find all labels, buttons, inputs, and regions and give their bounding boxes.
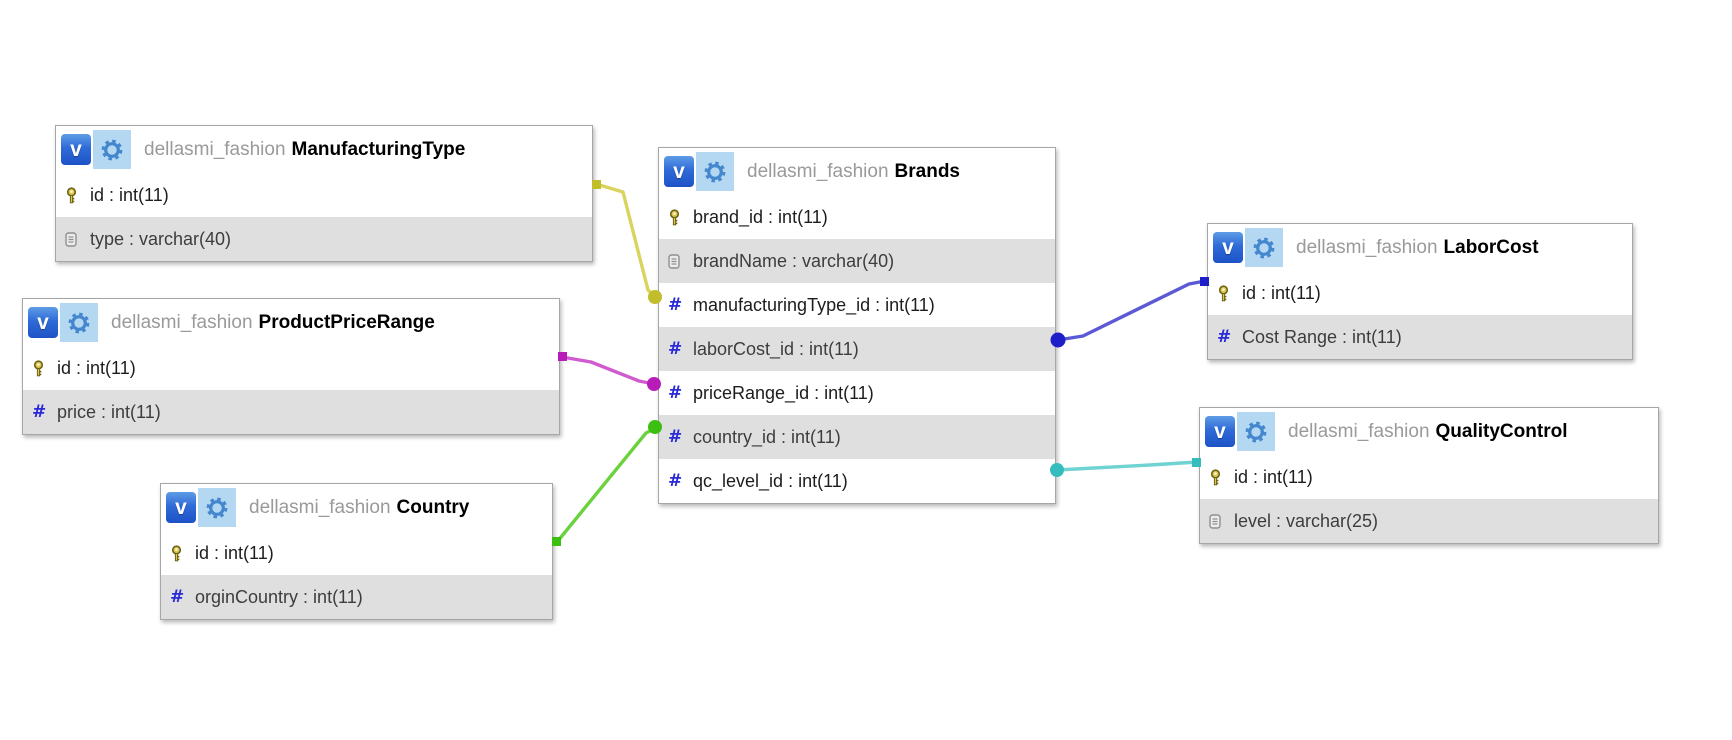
schema-name: dellasmi_fashion — [144, 138, 286, 160]
primary-key-icon — [1209, 468, 1234, 486]
primary-key-icon — [32, 359, 57, 377]
schema-name: dellasmi_fashion — [1296, 236, 1438, 258]
index-icon: # — [668, 427, 683, 447]
column-row-country-id[interactable]: # country_id : int(11) — [659, 415, 1055, 459]
table-productpricerange[interactable]: v dellasmi_fashion ProductPriceRange id … — [22, 298, 560, 435]
view-badge-icon: v — [664, 156, 694, 187]
table-header-laborcost[interactable]: v dellasmi_fashion LaborCost — [1208, 224, 1632, 271]
column-row-qc-level-id[interactable]: # qc_level_id : int(11) — [659, 459, 1055, 503]
view-badge-icon: v — [1205, 416, 1235, 447]
schema-name: dellasmi_fashion — [747, 160, 889, 182]
column-row-id[interactable]: id : int(11) — [161, 531, 552, 575]
view-badge-icon: v — [28, 307, 58, 338]
index-icon: # — [32, 402, 47, 422]
relationship-country-brands[interactable] — [552, 420, 662, 546]
primary-key-icon — [1217, 284, 1242, 302]
table-name: LaborCost — [1443, 236, 1539, 258]
column-row-id[interactable]: id : int(11) — [1200, 455, 1658, 499]
column-label: country_id : int(11) — [693, 426, 841, 447]
schema-name: dellasmi_fashion — [1288, 420, 1430, 442]
column-label: price : int(11) — [57, 401, 161, 422]
text-column-icon — [65, 231, 90, 247]
gear-icon — [198, 488, 236, 527]
column-label: manufacturingType_id : int(11) — [693, 294, 935, 315]
column-row-pricerange-id[interactable]: # priceRange_id : int(11) — [659, 371, 1055, 415]
table-name: ProductPriceRange — [258, 311, 435, 333]
column-row-id[interactable]: id : int(11) — [23, 346, 559, 390]
gear-icon — [696, 152, 734, 191]
index-icon: # — [668, 383, 683, 403]
column-label: brand_id : int(11) — [693, 206, 828, 227]
view-badge-icon: v — [1213, 232, 1243, 263]
table-header-manufacturingtype[interactable]: v dellasmi_fashion ManufacturingType — [56, 126, 592, 173]
table-name: QualityControl — [1435, 420, 1568, 442]
column-row-id[interactable]: id : int(11) — [1208, 271, 1632, 315]
column-row-id[interactable]: id : int(11) — [56, 173, 592, 217]
column-label: orginCountry : int(11) — [195, 586, 363, 607]
column-row-price[interactable]: # price : int(11) — [23, 390, 559, 434]
column-label: brandName : varchar(40) — [693, 250, 895, 271]
table-header-qualitycontrol[interactable]: v dellasmi_fashion QualityControl — [1200, 408, 1658, 455]
text-column-icon — [1209, 513, 1234, 529]
column-label: type : varchar(40) — [90, 228, 232, 249]
column-label: qc_level_id : int(11) — [693, 470, 848, 491]
column-row-type[interactable]: type : varchar(40) — [56, 217, 592, 261]
column-label: laborCost_id : int(11) — [693, 338, 859, 359]
gear-icon — [93, 130, 131, 169]
column-label: level : varchar(25) — [1234, 510, 1379, 531]
table-qualitycontrol[interactable]: v dellasmi_fashion QualityControl id : i… — [1199, 407, 1659, 544]
column-row-brand-id[interactable]: brand_id : int(11) — [659, 195, 1055, 239]
column-row-level[interactable]: level : varchar(25) — [1200, 499, 1658, 543]
table-brands[interactable]: v dellasmi_fashion Brands brand_id : int… — [658, 147, 1056, 504]
column-row-orgincountry[interactable]: # orginCountry : int(11) — [161, 575, 552, 619]
table-name: Country — [396, 496, 470, 518]
table-header-productpricerange[interactable]: v dellasmi_fashion ProductPriceRange — [23, 299, 559, 346]
gear-icon — [1237, 412, 1275, 451]
gear-icon — [60, 303, 98, 342]
relationship-laborcost-brands[interactable] — [1050, 277, 1210, 348]
primary-key-icon — [170, 544, 195, 562]
column-label: id : int(11) — [195, 542, 274, 563]
table-manufacturingtype[interactable]: v dellasmi_fashion ManufacturingType id … — [55, 125, 593, 262]
table-header-brands[interactable]: v dellasmi_fashion Brands — [659, 148, 1055, 195]
column-label: id : int(11) — [90, 184, 169, 205]
text-column-icon — [668, 253, 693, 269]
schema-name: dellasmi_fashion — [249, 496, 391, 518]
table-name: ManufacturingType — [291, 138, 466, 160]
primary-key-icon — [65, 186, 90, 204]
table-header-country[interactable]: v dellasmi_fashion Country — [161, 484, 552, 531]
table-laborcost[interactable]: v dellasmi_fashion LaborCost id : int(11… — [1207, 223, 1633, 360]
primary-key-icon — [668, 208, 693, 226]
column-label: priceRange_id : int(11) — [693, 382, 874, 403]
column-label: id : int(11) — [1234, 466, 1313, 487]
index-icon: # — [668, 471, 683, 491]
column-row-laborcost-id[interactable]: # laborCost_id : int(11) — [659, 327, 1055, 371]
gear-icon — [1245, 228, 1283, 267]
index-icon: # — [1217, 327, 1232, 347]
column-row-cost-range[interactable]: # Cost Range : int(11) — [1208, 315, 1632, 359]
column-label: id : int(11) — [1242, 282, 1321, 303]
relationship-productpricerange-brands[interactable] — [558, 352, 661, 391]
column-row-brandname[interactable]: brandName : varchar(40) — [659, 239, 1055, 283]
column-row-manufacturingtype-id[interactable]: # manufacturingType_id : int(11) — [659, 283, 1055, 327]
index-icon: # — [668, 339, 683, 359]
schema-name: dellasmi_fashion — [111, 311, 253, 333]
view-badge-icon: v — [166, 492, 196, 523]
column-label: Cost Range : int(11) — [1242, 326, 1402, 347]
relationship-qualitycontrol-brands[interactable] — [1050, 458, 1201, 477]
table-country[interactable]: v dellasmi_fashion Country id : int(11) … — [160, 483, 553, 620]
table-name: Brands — [894, 160, 960, 182]
column-label: id : int(11) — [57, 357, 136, 378]
view-badge-icon: v — [61, 134, 91, 165]
index-icon: # — [170, 587, 185, 607]
relationship-manufacturingtype-brands[interactable] — [592, 180, 662, 304]
index-icon: # — [668, 295, 683, 315]
